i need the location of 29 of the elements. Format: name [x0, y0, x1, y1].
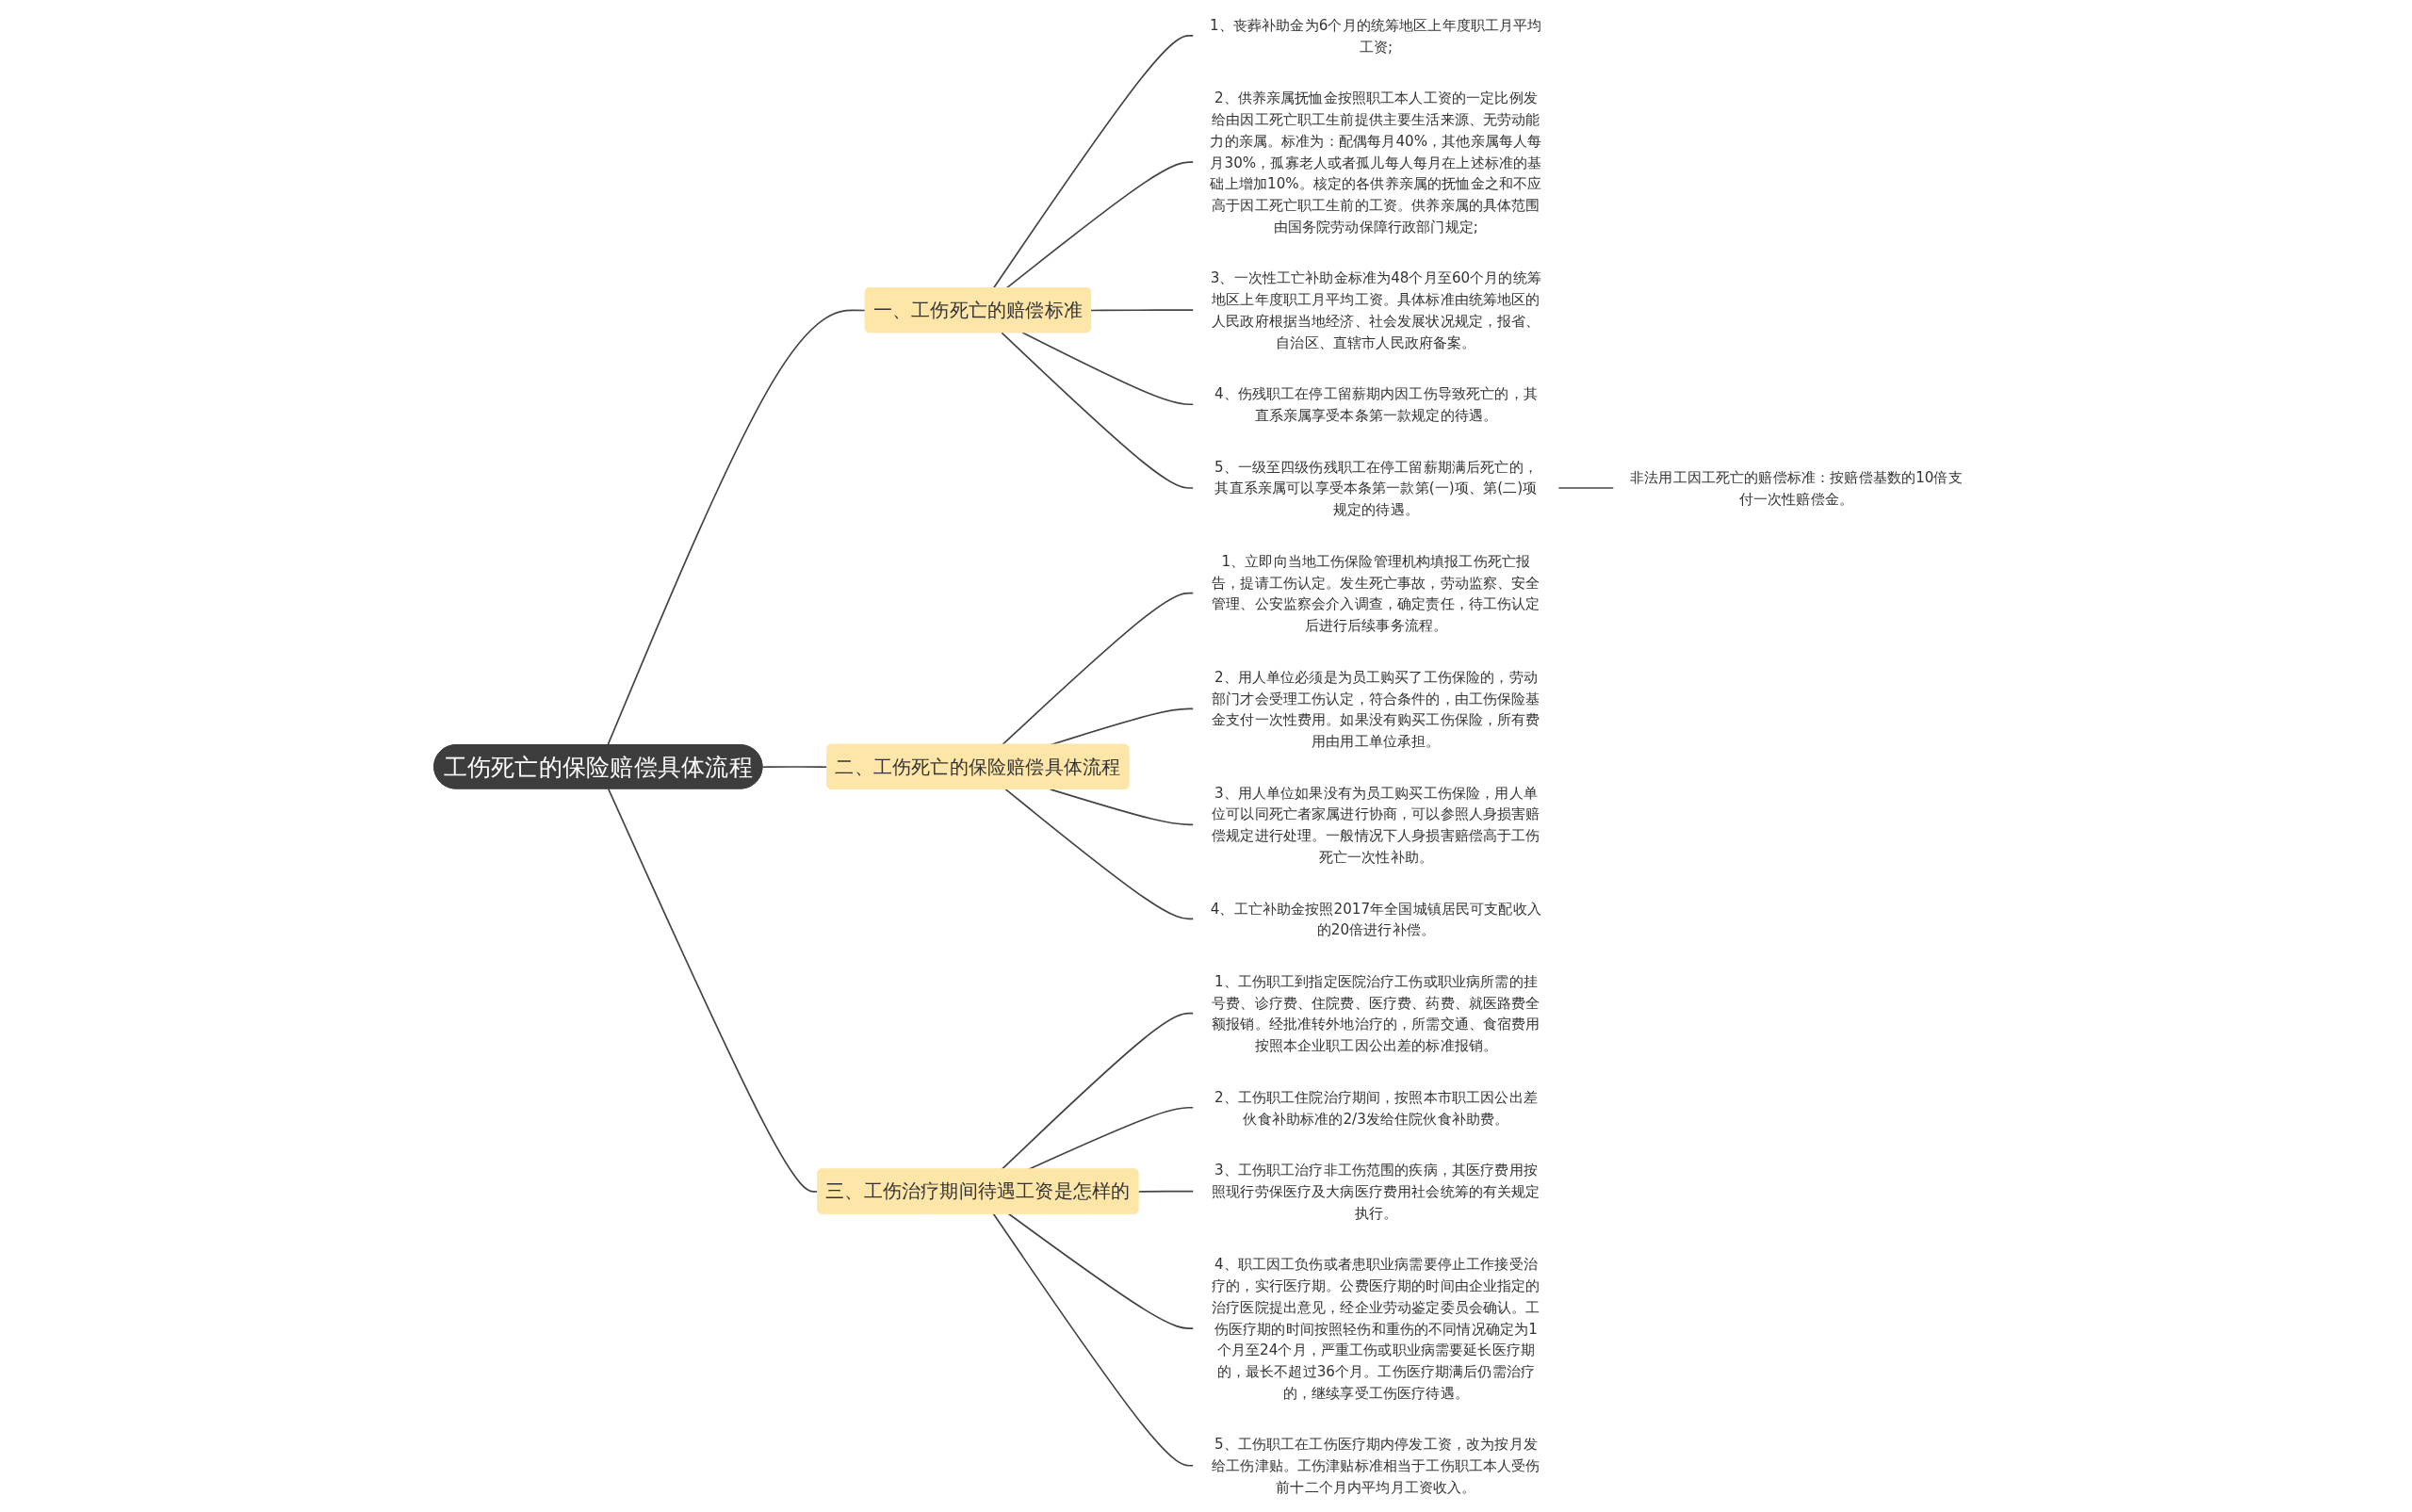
connector [1001, 592, 1195, 746]
node-text: 4、工亡补助金按照2017年全国城镇居民可支配收入的20倍进行补偿。 [1210, 900, 1541, 938]
node-text: 5、一级至四级伤残职工在停工留薪期满后死亡的，其直系亲属可以享受本条第一款第(一)项、第(二)项规定的待遇。 [1214, 458, 1538, 518]
connector [992, 35, 1195, 289]
connector [1021, 332, 1195, 406]
node-text: 2、用人单位必须是为员工购买了工伤保险的，劳动部门才会受理工伤认定，符合条件的，由工伤保险基金支付一次性费用。如果没有购买工伤保险，所有费用由用工单位承担。 [1211, 668, 1540, 750]
connector [1004, 789, 1195, 920]
connector [1007, 1212, 1195, 1329]
node-text: 4、伤残职工在停工留薪期内因工伤导致死亡的，其直系亲属享受本条第一款规定的待遇。 [1214, 385, 1538, 424]
connector [1005, 161, 1195, 289]
node-text: 2、工伤职工住院治疗期间，按照本市职工因公出差伙食补助标准的2/3发给住院伙食补助费。 [1214, 1088, 1538, 1127]
connector [761, 766, 828, 769]
connector [1000, 332, 1195, 489]
node-text: 1、工伤职工到指定医院治疗工伤或职业病所需的挂号费、诊疗费、住院费、医疗费、药费、就医路费全额报销。经批准转外地治疗的，所需交通、食宿费用按照本企业职工因公出差的标准报销。 [1211, 972, 1540, 1054]
connector [1137, 1190, 1195, 1193]
node-text: 1、丧葬补助金为6个月的统筹地区上年度职工月平均工资; [1209, 16, 1542, 56]
node-text: 1、立即向当地工伤保险管理机构填报工伤死亡报告，提请工伤认定。发生死亡事故，劳动监察、安全管理、公安监察会介入调查，确定责任，待工伤认定后进行后续事务流程。 [1211, 552, 1540, 634]
connector [1556, 487, 1615, 489]
node-text: 3、工伤职工治疗非工伤范围的疾病，其医疗费用按照现行劳保医疗及大病医疗费用社会统筹的有关规定执行。 [1211, 1161, 1540, 1222]
node-text: 2、供养亲属抚恤金按照职工本人工资的一定比例发给由因工死亡职工生前提供主要生活来源、无劳动能力的亲属。标准为：配偶每月40%，其他亲属每人每月30%，孤寡老人或者孤儿每人每月在上述标准的基础上增加10%。核定的各供养亲属的抚恤金之和不应高于因工死亡职工生前的工资。供养亲属的具体范围由国务院劳动保障行政部门规定; [1210, 89, 1541, 236]
connector [607, 788, 819, 1193]
node-text: 3、用人单位如果没有为员工购买工伤保险，用人单位可以同死亡者家属进行协商，可以参照人身损害赔偿规定进行处理。一般情况下人身损害赔偿高于工伤死亡一次性补助。 [1211, 784, 1540, 866]
node-text: 5、工伤职工在工伤医疗期内停发工资，改为按月发给工伤津贴。工伤津贴标准相当于工伤职工本人受伤前十二个月内平均月工资收入。 [1211, 1436, 1540, 1496]
connector [1089, 309, 1195, 312]
connector [1049, 789, 1195, 826]
connector [992, 1212, 1195, 1467]
node-text: 3、一次性工亡补助金标准为48个月至60个月的统筹地区上年度职工月平均工资。具体标准由统筹地区的人民政府根据当地经济、社会发展状况规定，报省、自治区、直辖市人民政府备案。 [1210, 269, 1541, 350]
node-text: 非法用工因工死亡的赔偿标准：按赔偿基数的10倍支付一次性赔偿金。 [1629, 468, 1963, 508]
node-text: 4、职工因工负伤或者患职业病需要停止工作接受治疗的，实行医疗期。公费医疗期的时间由企业指定的治疗医院提出意见，经企业劳动鉴定委员会确认。工伤医疗期的时间按照轻伤和重伤的不同情况确定为1个月至24个月，严重工伤或职业病需要延长医疗期的，最长不超过36个月。工伤医疗期满后仍需治疗的，继续享受工伤医疗待遇。 [1211, 1256, 1540, 1402]
